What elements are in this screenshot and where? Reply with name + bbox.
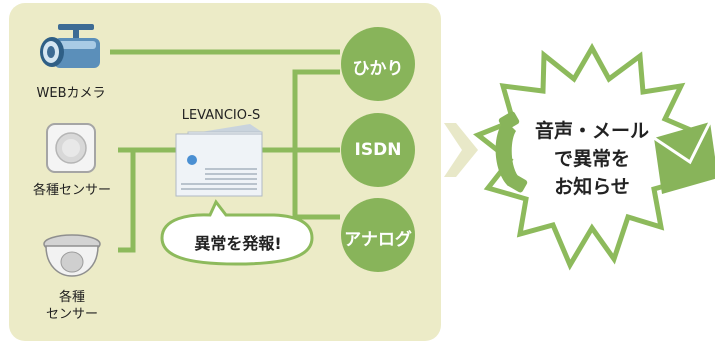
isdn-circle (341, 113, 415, 187)
notification-line3: お知らせ (554, 176, 630, 198)
levancio-device-icon (175, 124, 263, 197)
hikari-label: ひかり (352, 59, 404, 79)
web-camera-label: WEBカメラ (36, 86, 106, 101)
notification-line2: で異常を (553, 148, 630, 170)
sensor2-label-line1: 各種 (58, 290, 85, 305)
controller-name: LEVANCIO-S (181, 108, 261, 123)
sensor-label: 各種センサー (32, 183, 111, 198)
phone-icon (495, 111, 528, 193)
notification-starburst (473, 42, 706, 271)
right-arrow-icon (444, 123, 478, 177)
envelope-icon (653, 121, 715, 194)
hikari-circle (341, 27, 415, 101)
isdn-label: ISDN (354, 140, 402, 160)
analog-circle (341, 198, 415, 272)
alert-speech-bubble (160, 199, 314, 266)
sensor-square-icon (46, 123, 96, 173)
analog-label: アナログ (344, 230, 412, 250)
sensor2-label-line2: センサー (45, 307, 98, 322)
sensor-dome-icon (43, 234, 101, 277)
web-camera-icon (40, 24, 100, 68)
connection-lines (110, 49, 340, 253)
alert-text: 異常を発報! (194, 234, 282, 253)
notification-line1: 音声・メール (534, 120, 649, 142)
